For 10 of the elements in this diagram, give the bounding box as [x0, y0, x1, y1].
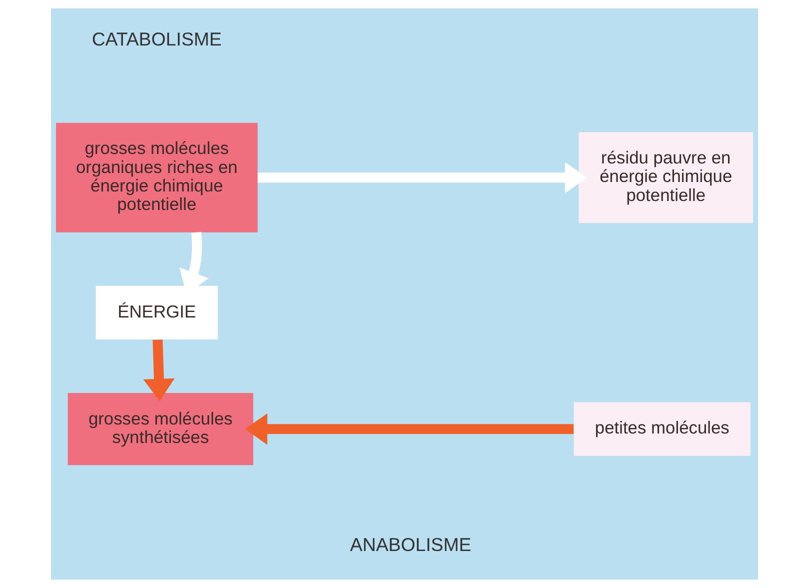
arrow — [244, 413, 574, 445]
node-box: ÉNERGIE — [95, 286, 218, 340]
arrow — [257, 162, 587, 194]
arrow — [142, 340, 174, 402]
label: CATABOLISME — [91, 28, 222, 50]
node-box: petites molécules — [573, 402, 750, 456]
node-box: grosses molécules organiques riches en énergie chimique potentielle — [55, 122, 258, 232]
node-box: résidu pauvre en énergie chimique potentielle — [578, 132, 753, 224]
label: ANABOLISME — [350, 534, 471, 556]
node-box: grosses molécules synthétisées — [67, 392, 253, 466]
